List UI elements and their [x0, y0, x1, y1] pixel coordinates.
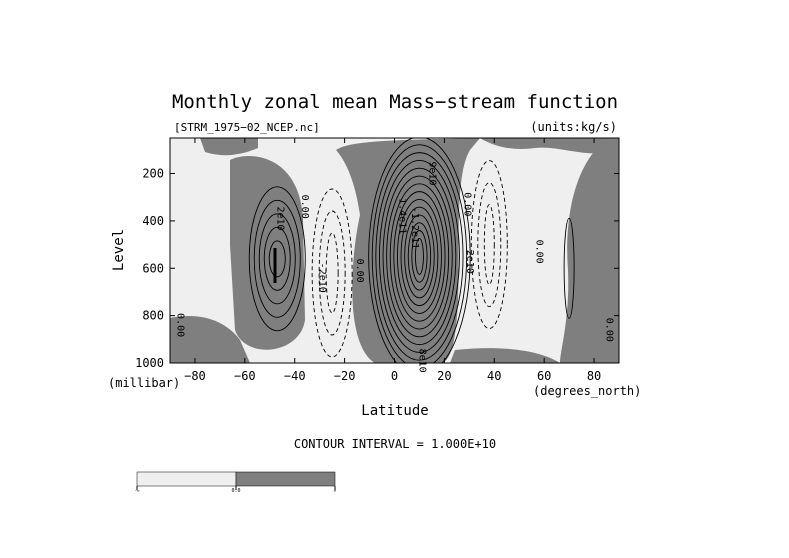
- contour-line: [404, 214, 435, 299]
- y-tick-label: 200: [142, 167, 164, 181]
- colorbar-label-min: -∞: [135, 488, 140, 493]
- y-tick-label: 600: [142, 261, 164, 275]
- contour-line: [393, 191, 446, 322]
- contour-label: -1.2e11: [409, 207, 420, 249]
- x-tick-label: −80: [184, 369, 206, 383]
- contour-label: 8e10: [416, 349, 427, 373]
- contour-line: [396, 198, 442, 314]
- contour-line: [318, 210, 346, 336]
- contour-line: [371, 144, 468, 363]
- colorbar: -∞ 0.0 ∞: [135, 471, 337, 494]
- contour-label: 1.4e11: [396, 198, 407, 234]
- contour-line: [325, 232, 339, 314]
- contour-label: -2e10: [464, 244, 475, 274]
- contour-label: 0.00: [604, 318, 615, 342]
- contour-line: [258, 213, 296, 305]
- contour-line: [477, 182, 502, 308]
- contour-label: 0.00: [354, 259, 365, 283]
- file-name-label: [STRM_1975−02_NCEP.nc]: [174, 121, 320, 134]
- contour-line: [378, 159, 460, 353]
- contour-line: [268, 240, 286, 278]
- x-tick-label: −40: [284, 369, 306, 383]
- contour-line: [263, 226, 291, 291]
- colorbar-swatch-negative: [136, 471, 237, 487]
- y-tick-label: 800: [142, 309, 164, 323]
- positive-region-north-polar: [560, 140, 619, 363]
- colorbar-label-zero: 0.0: [231, 488, 240, 494]
- contour-line: [563, 217, 575, 319]
- contour-line: [375, 152, 464, 361]
- contour-label: 9e10: [426, 161, 437, 185]
- contour-lines: [248, 138, 575, 363]
- contour-line: [368, 138, 471, 363]
- y-tick-label: 1000: [135, 356, 164, 370]
- contour-line: [483, 204, 495, 286]
- positive-region-north-bottom: [450, 348, 560, 363]
- contour-line: [411, 230, 428, 283]
- x-tick-label: 60: [537, 369, 551, 383]
- contour-line: [407, 222, 432, 291]
- contour-line: [311, 188, 353, 358]
- x-tick-label: 80: [587, 369, 601, 383]
- contour-label: 0.00: [174, 313, 185, 337]
- x-tick-label: 40: [487, 369, 501, 383]
- x-tick-label: −60: [234, 369, 256, 383]
- y-tick-label: 400: [142, 214, 164, 228]
- colorbar-label-max: ∞: [334, 488, 337, 493]
- x-tick-label: 0: [391, 369, 398, 383]
- y-axis: 200 400 600 800 1000: [135, 167, 619, 370]
- contour-label: -2e10: [317, 263, 328, 293]
- contour-line: [382, 167, 457, 346]
- positive-region-south-cell: [230, 156, 305, 350]
- contour-line: [470, 160, 508, 330]
- contour-line: [414, 237, 424, 275]
- contour-label: 0.00: [461, 192, 472, 216]
- x-axis: −80 −60 −40 −20 0 20 40 60 80: [184, 138, 601, 383]
- x-tick-label: 20: [437, 369, 451, 383]
- contour-label: 0.00: [534, 240, 545, 264]
- contour-label: 2e10: [274, 206, 285, 230]
- positive-region-top-left: [200, 138, 258, 156]
- positive-region-top-right: [480, 138, 619, 154]
- x-axis-units: (degrees_north): [533, 384, 641, 398]
- contour-label: 0.00: [299, 195, 310, 219]
- contour-line: [253, 199, 301, 318]
- contour-line: [389, 183, 450, 330]
- contour-line: [400, 206, 439, 307]
- chart-title: Monthly zonal mean Mass−stream function: [172, 91, 618, 113]
- x-tick-label: −20: [334, 369, 356, 383]
- contour-line: [248, 186, 306, 332]
- contour-line: [386, 175, 453, 338]
- units-label: (units:kg/s): [530, 120, 617, 134]
- positive-region-south-bottom: [170, 316, 250, 363]
- y-axis-units: (millibar): [108, 376, 180, 390]
- y-axis-label: Level: [111, 229, 127, 271]
- colorbar-swatch-positive: [235, 471, 336, 487]
- x-axis-label: Latitude: [361, 403, 428, 419]
- contour-interval-label: CONTOUR INTERVAL = 1.000E+10: [294, 437, 496, 451]
- plot-area: [170, 138, 619, 363]
